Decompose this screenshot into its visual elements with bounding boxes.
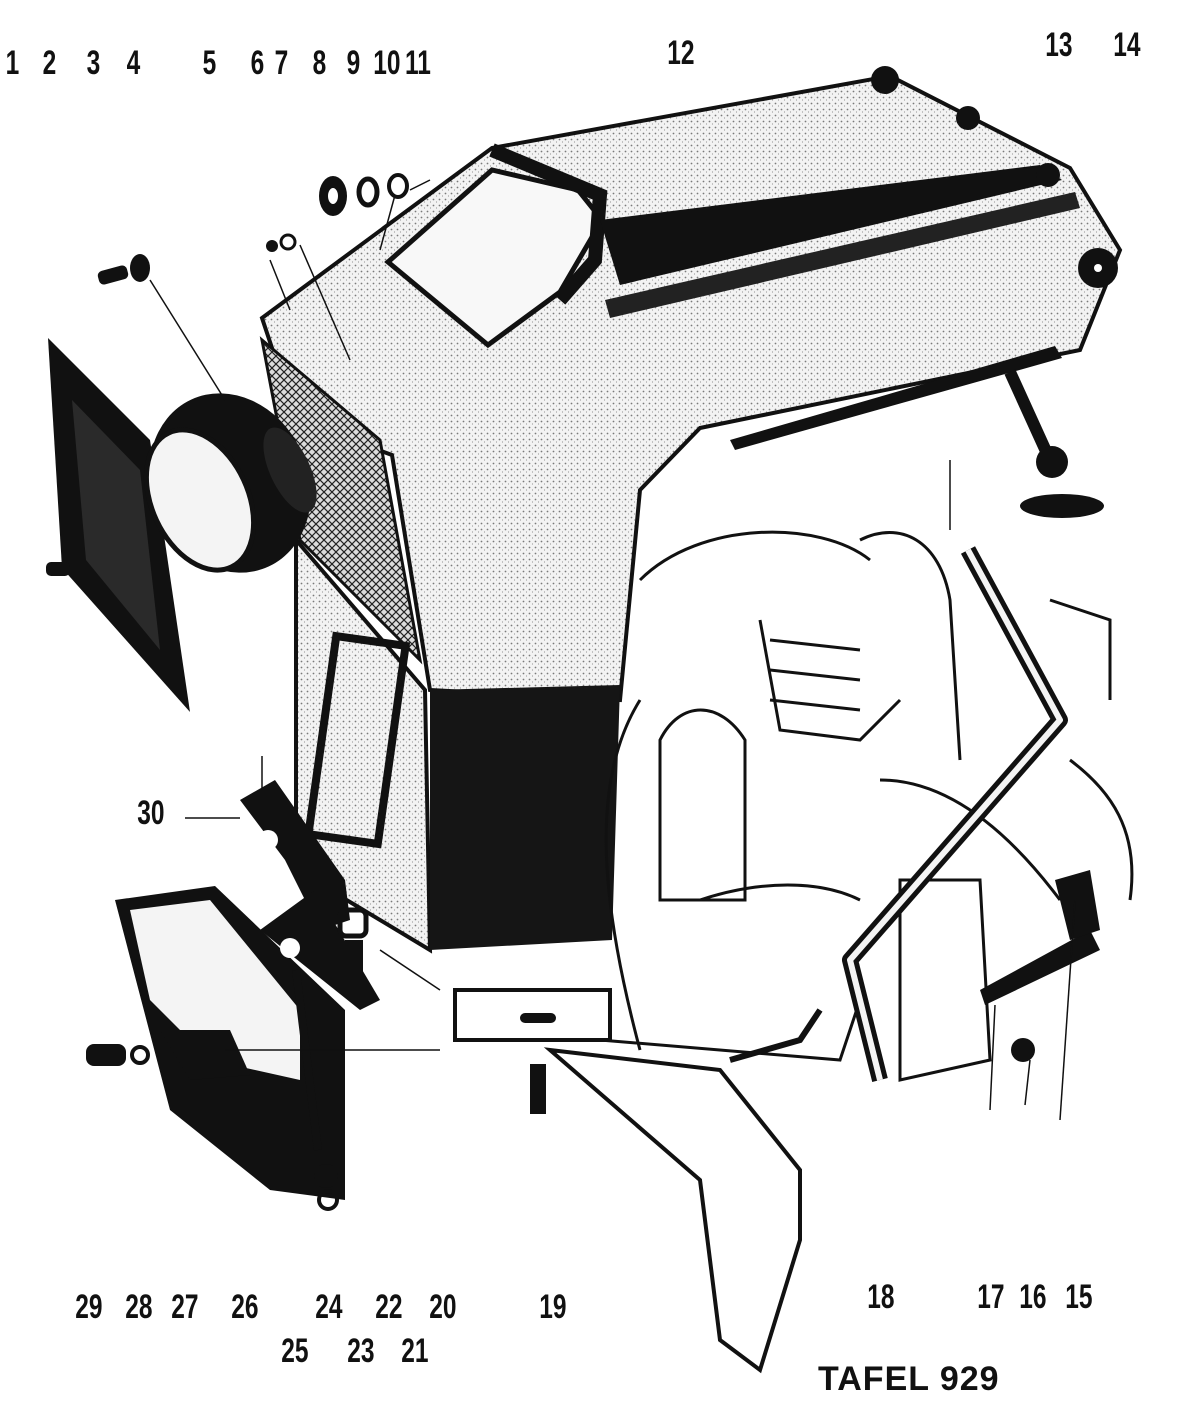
callout-4: 4 [126, 44, 141, 82]
callout-24: 24 [315, 1288, 343, 1326]
callout-12: 12 [667, 34, 695, 72]
callout-10: 10 [373, 44, 401, 82]
plate-title: TAFEL 929 [818, 1360, 1000, 1398]
lower-brackets [453, 870, 1100, 1374]
callout-6: 6 [250, 44, 265, 82]
callout-9: 9 [346, 44, 361, 82]
callout-28: 28 [125, 1288, 153, 1326]
callout-20: 20 [429, 1288, 457, 1326]
callout-16: 16 [1019, 1278, 1047, 1316]
leader-lines [149, 179, 1076, 1121]
engine-line-art [599, 530, 1134, 1082]
lower-left-assembly [86, 780, 380, 1211]
callout-19: 19 [539, 1288, 567, 1326]
callout-26: 26 [231, 1288, 259, 1326]
callout-21: 21 [401, 1332, 429, 1370]
callout-7: 7 [274, 44, 289, 82]
callout-3: 3 [86, 44, 101, 82]
callout-17: 17 [977, 1278, 1005, 1316]
fasteners [46, 173, 1102, 576]
callout-27: 27 [171, 1288, 199, 1326]
callout-22: 22 [375, 1288, 403, 1326]
callout-30: 30 [137, 794, 165, 832]
callout-29: 29 [75, 1288, 103, 1326]
hood-assembly [259, 66, 1123, 954]
callout-23: 23 [347, 1332, 375, 1370]
callout-25: 25 [281, 1332, 309, 1370]
callout-15: 15 [1065, 1278, 1093, 1316]
callout-8: 8 [312, 44, 327, 82]
callout-13: 13 [1045, 26, 1073, 64]
callout-1: 1 [5, 44, 20, 82]
callout-11: 11 [405, 44, 431, 82]
callout-14: 14 [1113, 26, 1141, 64]
starting-crank [842, 546, 1068, 1082]
callout-5: 5 [202, 44, 217, 82]
callout-2: 2 [42, 44, 57, 82]
hood-stay [1004, 369, 1104, 518]
headlamp [143, 393, 317, 573]
callout-18: 18 [867, 1278, 895, 1316]
